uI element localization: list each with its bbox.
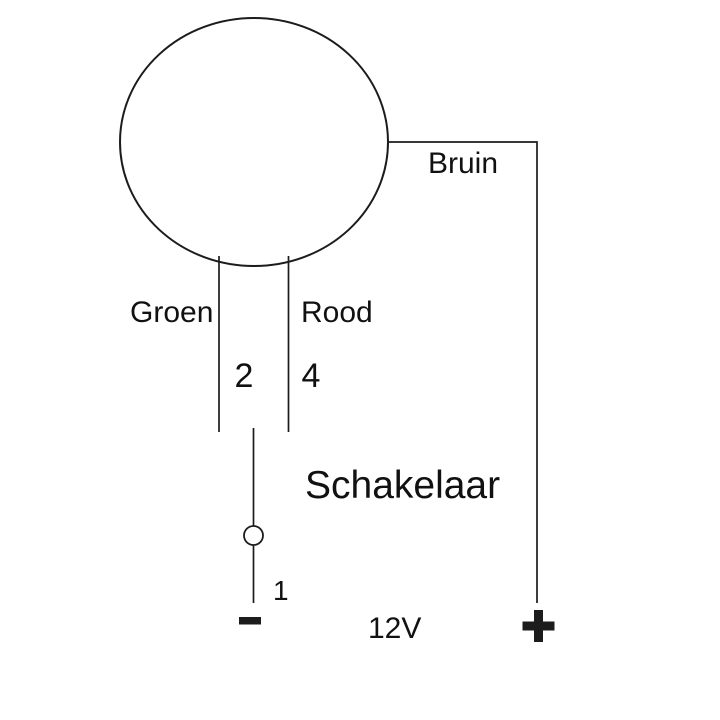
switch-contact-circle bbox=[243, 525, 264, 546]
device-circle bbox=[119, 17, 389, 267]
plus-symbol bbox=[522, 610, 555, 642]
pin-2-label: 2 bbox=[234, 357, 254, 395]
switch-label: Schakelaar bbox=[305, 464, 501, 507]
pin-4-label: 4 bbox=[301, 357, 321, 395]
green-wire-label: Groen bbox=[130, 296, 214, 329]
pin-1-label: 1 bbox=[273, 575, 289, 606]
red-wire-label: Rood bbox=[301, 296, 373, 329]
brown-wire bbox=[388, 141, 538, 603]
brown-wire-label: Bruin bbox=[428, 147, 499, 180]
voltage-label: 12V bbox=[368, 612, 422, 645]
minus-symbol bbox=[239, 617, 261, 625]
